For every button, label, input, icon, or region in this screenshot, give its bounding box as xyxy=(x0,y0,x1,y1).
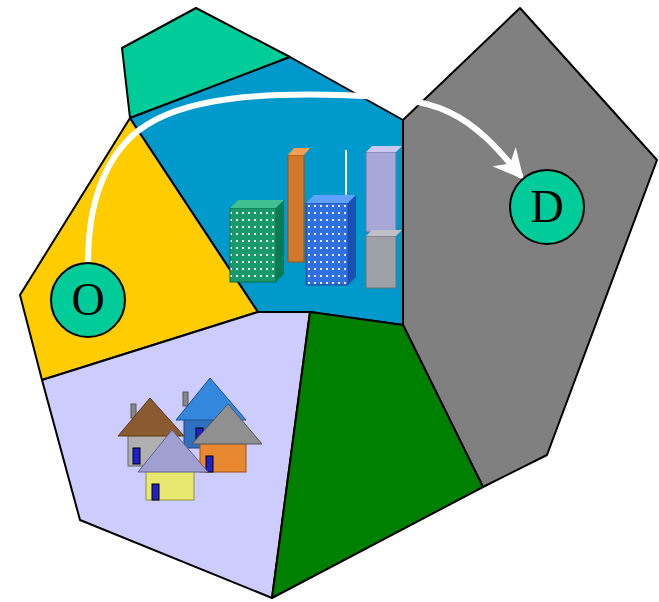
zone-green xyxy=(272,312,483,598)
node-label: D xyxy=(530,184,563,230)
buildings-icon xyxy=(230,146,402,288)
zone-circle: D xyxy=(509,169,585,245)
zone-lavender xyxy=(42,312,310,598)
zone-blue xyxy=(130,57,403,325)
node-label: O xyxy=(71,277,104,323)
trip-arrow xyxy=(88,95,520,260)
houses-icon xyxy=(118,378,262,500)
zone-circle: O xyxy=(50,262,126,338)
